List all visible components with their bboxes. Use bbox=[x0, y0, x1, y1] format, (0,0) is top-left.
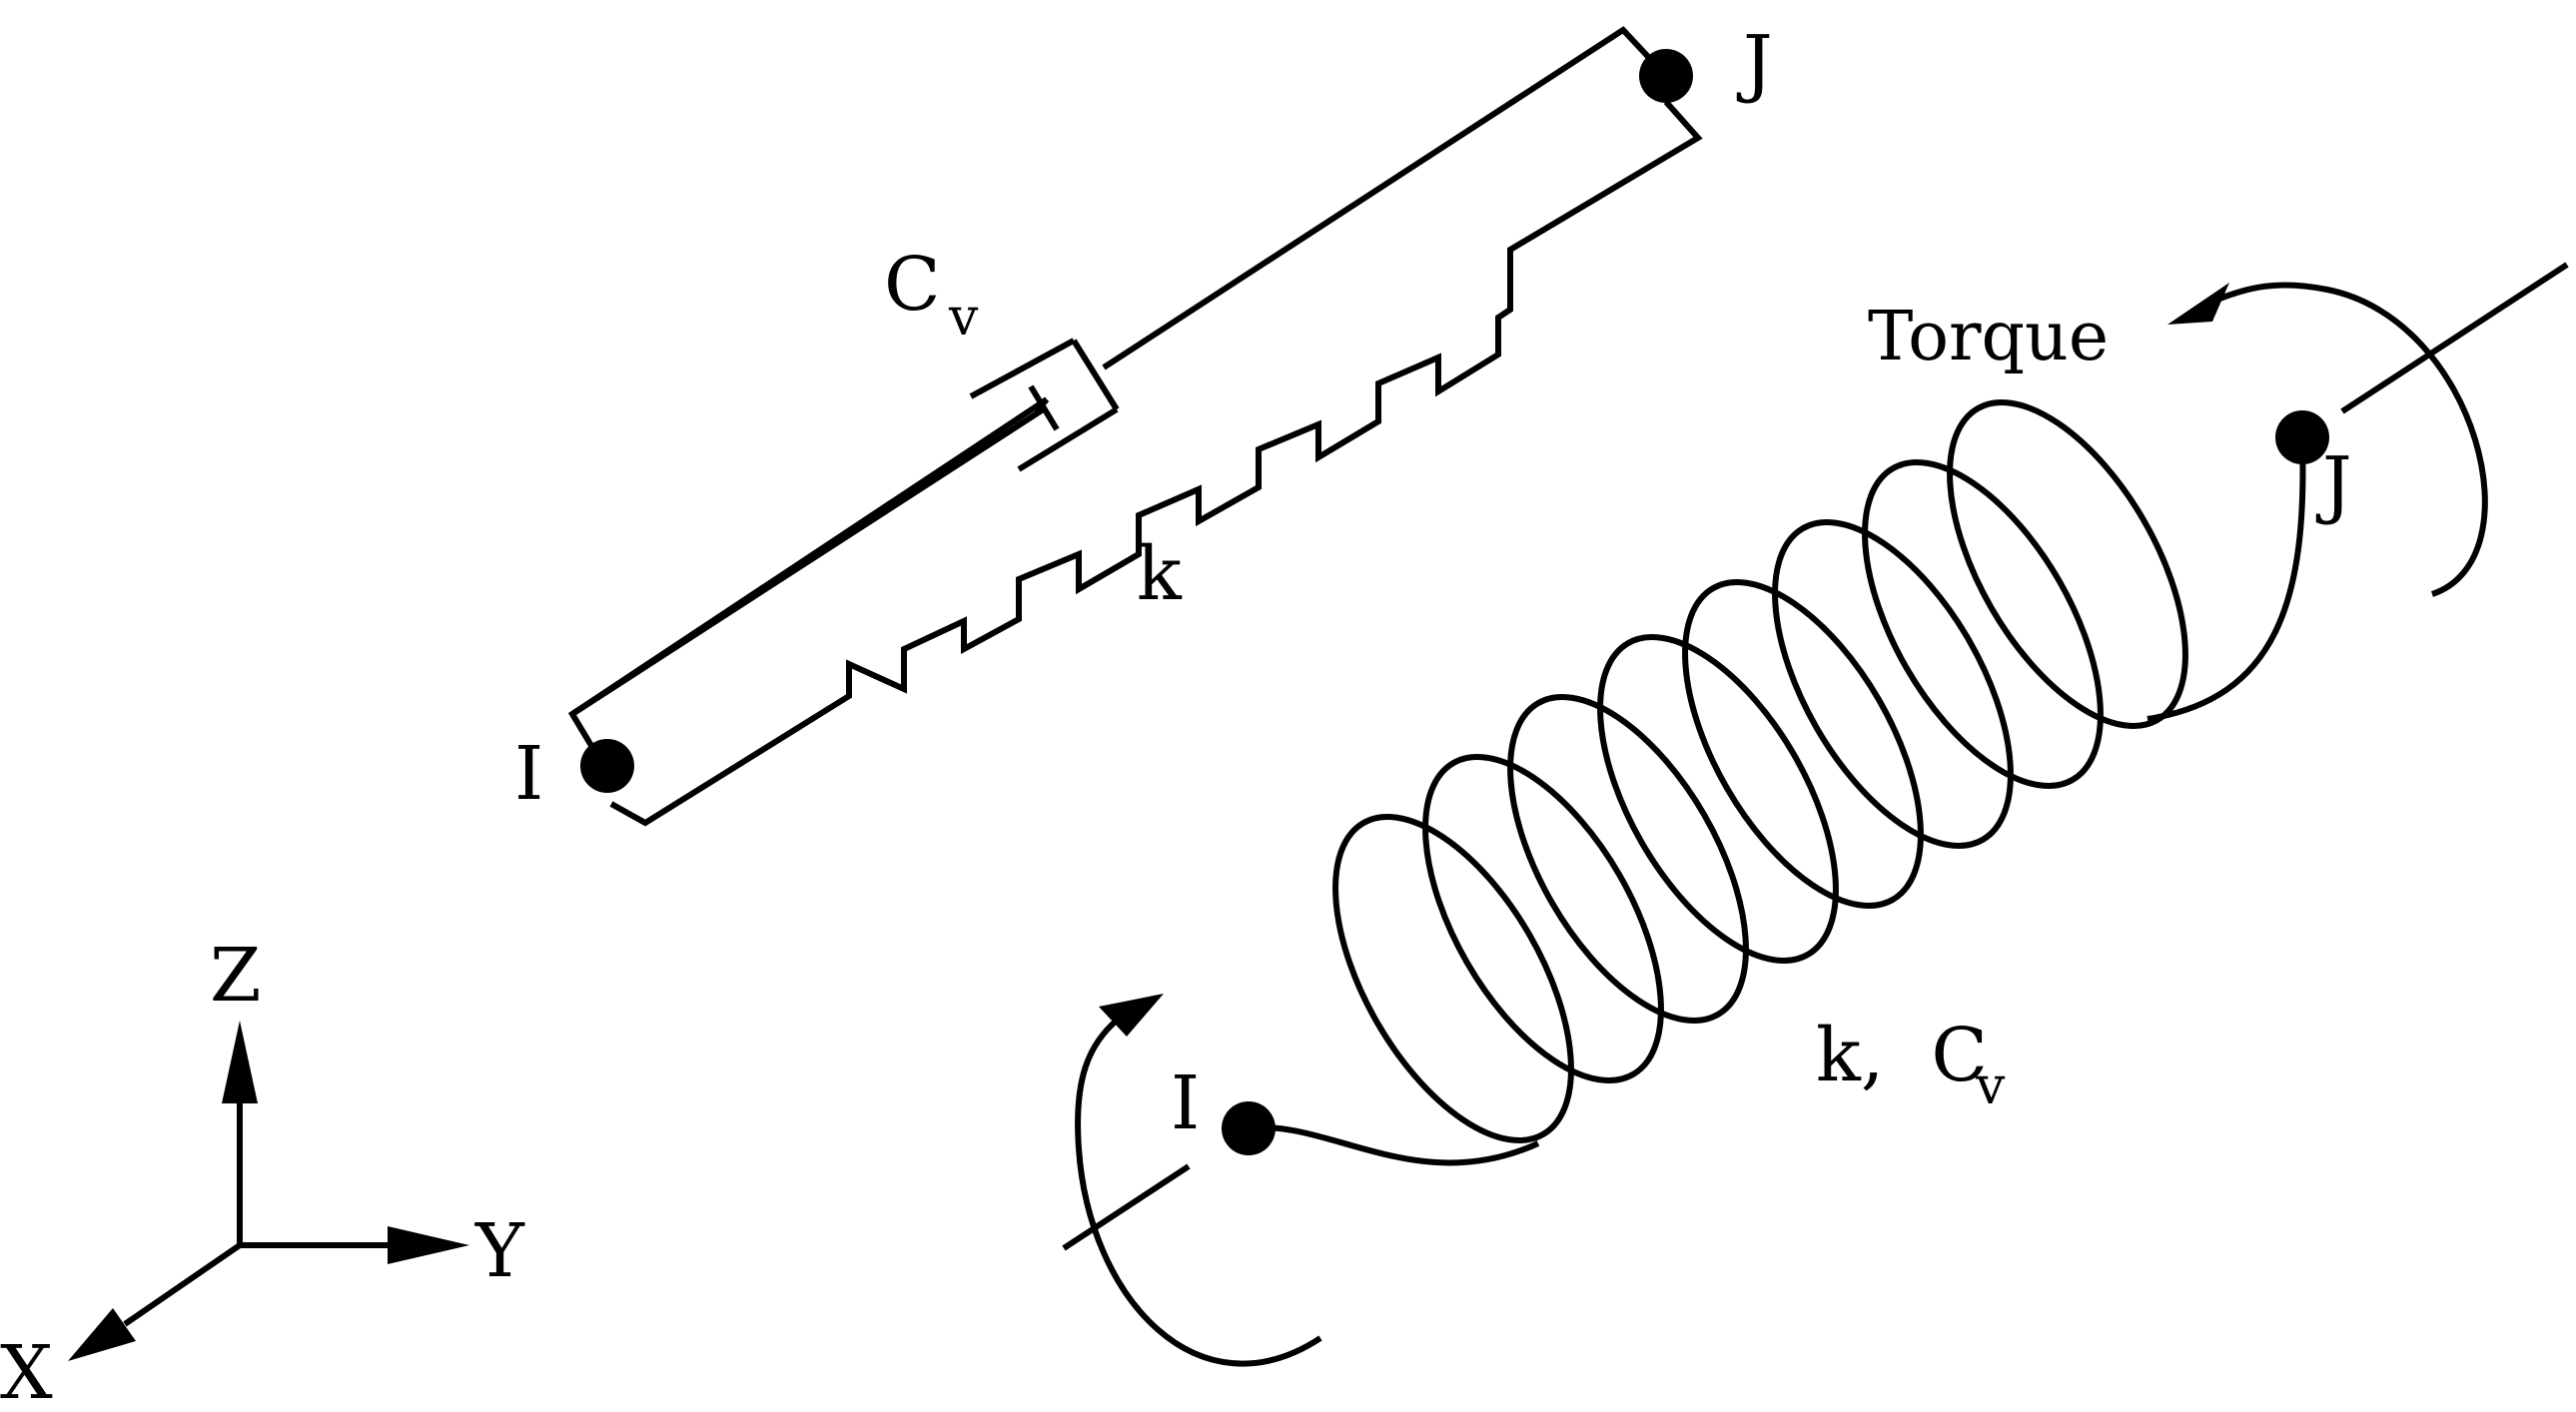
coil-loop bbox=[1422, 754, 1664, 1083]
y-axis-label: Y bbox=[474, 1208, 525, 1294]
linear-node-i-label: I bbox=[514, 731, 543, 817]
linear-node-j-label: J bbox=[1736, 20, 1773, 106]
coil-loop bbox=[1682, 579, 1924, 909]
coil-loop bbox=[1597, 634, 1839, 964]
torque-arrow-j-head bbox=[2167, 283, 2229, 325]
y-axis-arrowhead bbox=[388, 1226, 469, 1264]
x-axis-arrowhead bbox=[68, 1308, 136, 1361]
linear-node-i bbox=[580, 739, 634, 793]
coil-loop bbox=[1947, 399, 2188, 729]
damper-cylinder-top bbox=[969, 338, 1076, 399]
x-axis-label: X bbox=[0, 1330, 53, 1412]
linear-spring-damper-element: I J C v k bbox=[514, 20, 1773, 827]
coil-loop bbox=[1332, 814, 1574, 1143]
torque-label: Torque bbox=[1868, 298, 2109, 376]
torsional-node-j-label: J bbox=[2315, 441, 2352, 527]
damper-cylinder-end bbox=[1071, 339, 1120, 411]
torsional-node-i bbox=[1222, 1101, 1276, 1155]
coil-loop bbox=[1507, 694, 1749, 1024]
axis-stub-i bbox=[1062, 1163, 1191, 1251]
torsional-node-i-label: I bbox=[1171, 1060, 1200, 1146]
damper-symbol bbox=[570, 338, 1120, 717]
damper-piston-rod bbox=[570, 405, 1047, 717]
torsional-spring-element: I J Torque k, C v bbox=[1062, 262, 2569, 1367]
torsional-node-j bbox=[2275, 410, 2329, 464]
coil-loop bbox=[1772, 519, 2014, 849]
coordinate-axes: Z Y X bbox=[0, 933, 525, 1412]
damper-cylinder-bottom bbox=[1017, 406, 1119, 472]
damper-label-subscript: v bbox=[948, 288, 979, 348]
torsional-coil bbox=[1332, 399, 2188, 1143]
torsional-coefficient-subscript: v bbox=[1975, 1057, 2006, 1116]
spring-label: k bbox=[1137, 531, 1183, 617]
torsional-coefficient-label: k, C bbox=[1816, 1013, 1988, 1098]
linear-node-j bbox=[1639, 49, 1693, 103]
damper-label: C bbox=[884, 242, 941, 328]
torque-arrow-i-head bbox=[1099, 994, 1164, 1037]
coil-loop bbox=[1862, 459, 2104, 789]
z-axis-arrowhead bbox=[222, 1021, 258, 1103]
spring-branch-line bbox=[609, 100, 1703, 827]
damper-to-j-line bbox=[1102, 26, 1669, 370]
lead-wire-j bbox=[2147, 438, 2306, 722]
axis-stub-j bbox=[2340, 262, 2569, 414]
torque-arrow-j bbox=[2215, 282, 2488, 597]
damper-branch-line bbox=[567, 396, 1049, 791]
torque-arrow-i bbox=[1075, 1016, 1322, 1367]
z-axis-label: Z bbox=[210, 933, 261, 1019]
lead-wire-i bbox=[1248, 1124, 1540, 1166]
x-axis-line bbox=[123, 1242, 242, 1327]
